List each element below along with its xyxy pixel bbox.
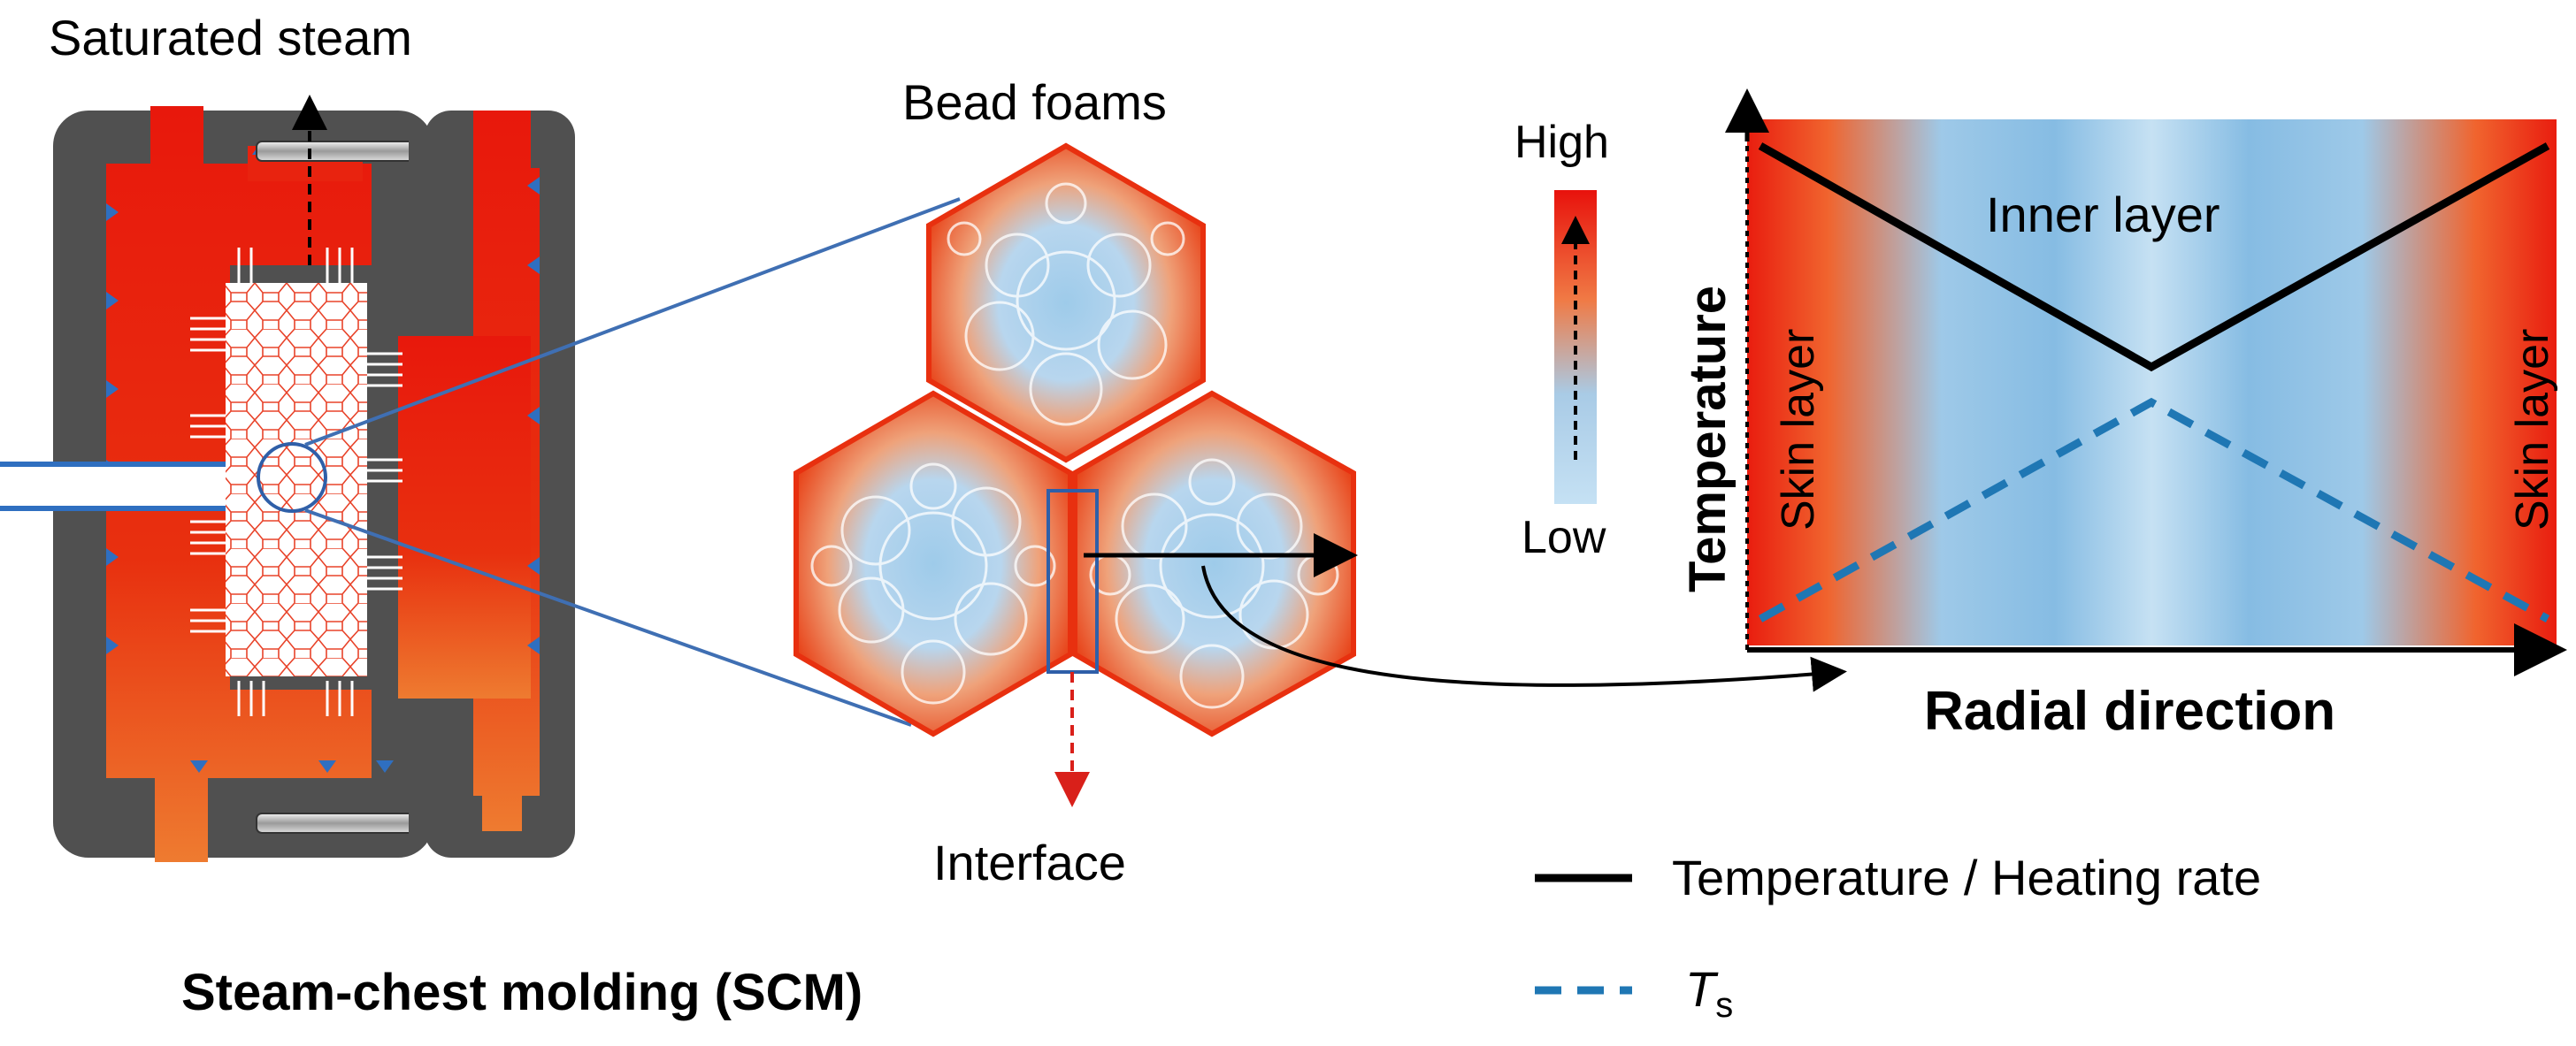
legend-solid-label: Temperature / Heating rate <box>1672 850 2261 905</box>
zoom-circle <box>257 442 327 513</box>
bead-foams-title: Bead foams <box>902 74 1167 130</box>
ejector-pin-bottom <box>256 813 417 834</box>
bead-foam-cluster <box>794 142 1847 807</box>
feed-pipe <box>0 462 226 511</box>
y-axis-label: Temperature <box>1679 286 1736 592</box>
bead-honeycomb <box>226 283 367 676</box>
zoom-lines <box>304 197 961 727</box>
skin-layer-right: Skin layer <box>2507 329 2558 531</box>
steam-chamber-left <box>106 106 372 862</box>
cell-bubbles <box>810 182 1339 709</box>
x-axis-label: Radial direction <box>1924 681 2335 742</box>
curve-arrow-icon <box>1201 565 1847 692</box>
interface-label: Interface <box>933 835 1126 890</box>
steam-vents <box>190 248 402 716</box>
colorbar-high: High <box>1514 117 1609 168</box>
legend-ts-main: T <box>1685 961 1719 1017</box>
bead-hexagon-left <box>794 390 1073 737</box>
ts-line <box>1758 397 2550 622</box>
movable-plate <box>398 336 531 699</box>
bead-hexagon-top <box>926 142 1206 463</box>
legend-ts-sub: s <box>1715 986 1733 1025</box>
legend-dashed-label: Ts <box>1685 961 1733 1025</box>
steam-label: Saturated steam <box>49 10 412 65</box>
inner-layer-label: Inner layer <box>1986 187 2220 242</box>
profile-background <box>1747 119 2557 645</box>
bead-hexagon-right <box>1072 390 1356 737</box>
ejector-pin-top <box>256 141 417 162</box>
skin-layer-left: Skin layer <box>1773 329 1824 531</box>
scm-caption: Steam-chest molding (SCM) <box>181 964 862 1021</box>
steam-chest-mold <box>0 95 575 862</box>
colorbar-low: Low <box>1522 512 1606 563</box>
profile-plot <box>1725 88 2567 676</box>
temperature-line <box>1758 142 2550 372</box>
legend: Temperature / Heating rate Ts <box>1535 850 2261 1025</box>
